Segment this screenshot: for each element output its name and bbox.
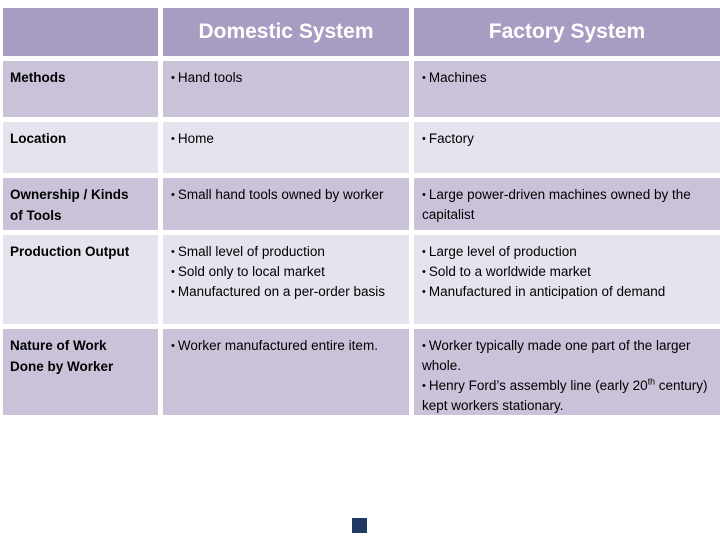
bullet-text: Home — [177, 131, 214, 146]
bullet-text: Large level of production — [428, 244, 577, 259]
bullet-text: Hand tools — [177, 70, 243, 85]
row-label-cell: Production Output — [3, 235, 158, 324]
bullet-text: Machines — [428, 70, 487, 85]
bullet-icon: • — [171, 72, 175, 84]
bullet-item: •Manufactured on a per-order basis — [171, 282, 397, 302]
bullet-icon: • — [422, 340, 426, 352]
slide-decoration-square — [352, 518, 367, 533]
factory-cell: •Machines — [414, 61, 720, 117]
row-label-cell: Location — [3, 122, 158, 173]
bullet-icon: • — [171, 246, 175, 258]
row-label-cell: Ownership / Kinds of Tools — [3, 178, 158, 230]
bullet-item: •Home — [171, 129, 397, 149]
header-cell-empty — [3, 8, 158, 56]
bullet-item: •Worker manufactured entire item. — [171, 336, 397, 356]
factory-cell: •Large level of production•Sold to a wor… — [414, 235, 720, 324]
header-cell-factory: Factory System — [414, 8, 720, 56]
bullet-text: Worker typically made one part of the la… — [422, 338, 691, 373]
bullet-item: •Large level of production — [422, 242, 708, 262]
domestic-cell: •Small hand tools owned by worker — [163, 178, 409, 230]
bullet-item: •Manufactured in anticipation of demand — [422, 282, 708, 302]
bullet-icon: • — [171, 266, 175, 278]
bullet-item: •Sold to a worldwide market — [422, 262, 708, 282]
factory-cell: •Large power-driven machines owned by th… — [414, 178, 720, 230]
bullet-item: •Worker typically made one part of the l… — [422, 336, 708, 376]
bullet-icon: • — [171, 133, 175, 145]
bullet-text: Worker manufactured entire item. — [177, 338, 378, 353]
bullet-text: Manufactured in anticipation of demand — [428, 284, 666, 299]
bullet-item: •Henry Ford’s assembly line (early 20th … — [422, 376, 708, 416]
bullet-item: •Small hand tools owned by worker — [171, 185, 397, 205]
factory-cell: •Factory — [414, 122, 720, 173]
bullet-icon: • — [422, 380, 426, 392]
bullet-item: •Factory — [422, 129, 708, 149]
bullet-text: Sold to a worldwide market — [428, 264, 591, 279]
bullet-icon: • — [171, 340, 175, 352]
domestic-cell: •Home — [163, 122, 409, 173]
row-label-cell: Methods — [3, 61, 158, 117]
comparison-table: Domestic System Factory System Methods •… — [3, 8, 720, 415]
bullet-icon: • — [422, 72, 426, 84]
bullet-text: Henry Ford’s assembly line (early 20th c… — [422, 376, 708, 413]
bullet-icon: • — [422, 246, 426, 258]
bullet-item: •Sold only to local market — [171, 262, 397, 282]
bullet-icon: • — [422, 286, 426, 298]
factory-cell: •Worker typically made one part of the l… — [414, 329, 720, 415]
bullet-text: Manufactured on a per-order basis — [177, 284, 385, 299]
bullet-item: •Small level of production — [171, 242, 397, 262]
bullet-text: Factory — [428, 131, 474, 146]
bullet-icon: • — [422, 266, 426, 278]
bullet-icon: • — [171, 286, 175, 298]
bullet-icon: • — [422, 133, 426, 145]
domestic-cell: •Worker manufactured entire item. — [163, 329, 409, 415]
bullet-icon: • — [171, 189, 175, 201]
bullet-text: Small level of production — [177, 244, 325, 259]
bullet-item: •Hand tools — [171, 68, 397, 88]
bullet-item: •Machines — [422, 68, 708, 88]
bullet-text: Sold only to local market — [177, 264, 325, 279]
header-cell-domestic: Domestic System — [163, 8, 409, 56]
bullet-item: •Large power-driven machines owned by th… — [422, 185, 708, 225]
bullet-icon: • — [422, 189, 426, 201]
bullet-text: Large power-driven machines owned by the… — [422, 187, 691, 222]
domestic-cell: •Hand tools — [163, 61, 409, 117]
bullet-text: Small hand tools owned by worker — [177, 187, 384, 202]
domestic-cell: •Small level of production•Sold only to … — [163, 235, 409, 324]
row-label-cell: Nature of Work Done by Worker — [3, 329, 158, 415]
